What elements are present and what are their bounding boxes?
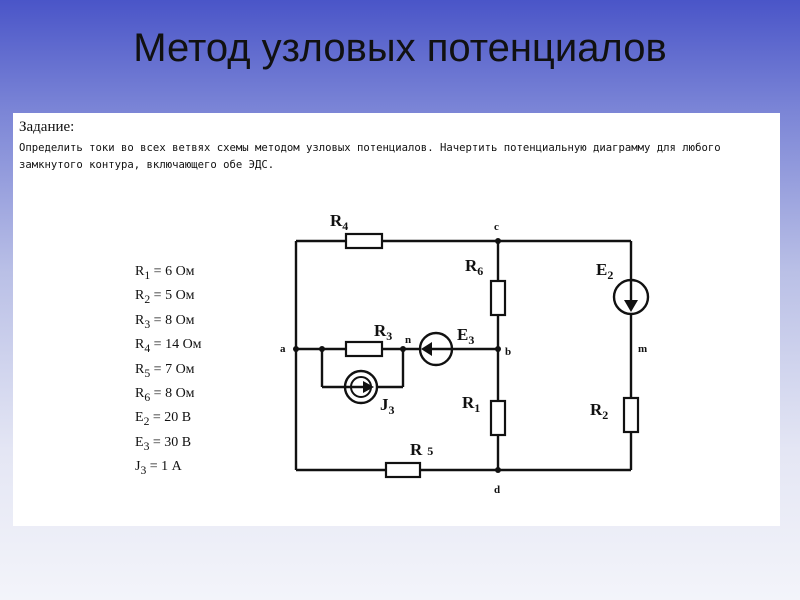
param-r2: R2 = 5 Ом (135, 288, 195, 307)
resistor-r3 (344, 340, 384, 358)
current-source-j3 (343, 369, 379, 405)
resistor-r5 (384, 461, 422, 479)
param-r5: R5 = 7 Ом (135, 361, 195, 380)
resistor-r6 (489, 279, 507, 317)
circuit-wires (294, 239, 633, 472)
param-r3: R3 = 8 Ом (135, 312, 195, 331)
resistor-r4 (344, 232, 384, 250)
task-text: Определить токи во всех ветвях схемы мет… (19, 142, 721, 171)
emf-source-e3 (418, 331, 454, 367)
node-label-c: c (494, 221, 499, 233)
node-label-d: d (494, 484, 500, 496)
param-r6: R6 = 8 Ом (135, 385, 195, 404)
node-label-a: a (280, 343, 286, 355)
node-label-m: m (638, 343, 647, 355)
label-e2: E2 (596, 260, 613, 282)
node-label-b: b (505, 346, 511, 358)
param-e3: E3 = 30 В (135, 434, 192, 453)
param-e2: E2 = 20 В (135, 410, 192, 429)
label-r4: R4 (330, 211, 348, 233)
label-r2: R2 (590, 400, 608, 422)
task-heading: Задание: (19, 119, 75, 135)
node-label-n: n (405, 334, 411, 346)
param-r1: R1 = 6 Ом (135, 264, 195, 282)
label-r3: R3 (374, 321, 392, 343)
resistor-r2 (622, 396, 640, 434)
param-j3: J3 = 1 А (135, 459, 182, 477)
task-panel: Задание: Определить токи во всех ветвях … (13, 113, 780, 526)
label-r6: R6 (465, 256, 483, 278)
resistor-r1 (489, 399, 507, 437)
label-r1: R1 (462, 393, 480, 415)
param-r4: R4 = 14 Ом (135, 337, 202, 355)
parameter-list: R1 = 6 Ом R2 = 5 Ом R3 = 8 Ом R4 = 14 Ом… (135, 262, 202, 482)
slide-title: Метод узловых потенциалов (133, 26, 667, 70)
junction-dots (293, 238, 501, 473)
label-e3: E3 (457, 325, 474, 347)
label-j3: J3 (380, 395, 395, 417)
emf-source-e2 (612, 278, 650, 316)
